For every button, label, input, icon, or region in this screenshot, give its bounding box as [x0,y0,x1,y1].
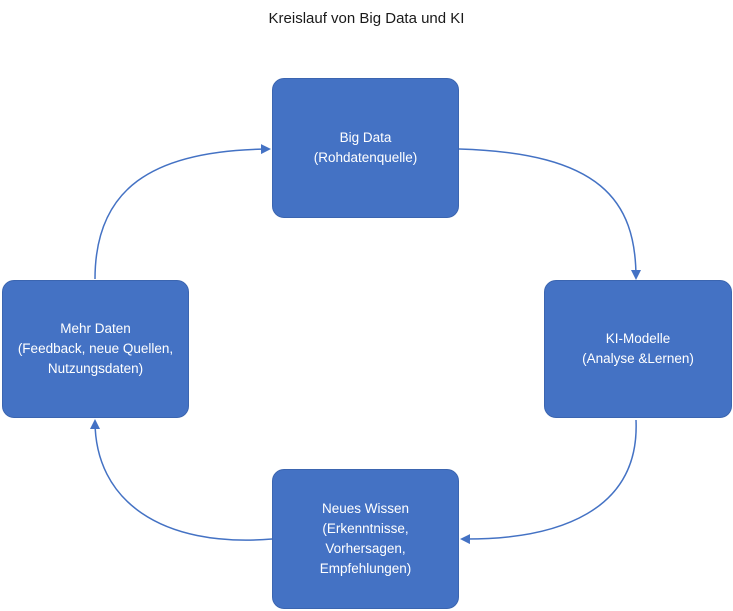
node-ki-modelle-sublabel: (Analyse &Lernen) [582,351,694,366]
node-ki-modelle: KI-Modelle (Analyse &Lernen) [544,280,732,418]
arrow-ki-to-wissen [460,419,637,545]
diagram-title: Kreislauf von Big Data und KI [268,10,465,27]
node-mehr-daten-sublabel-2: Nutzungsdaten) [47,361,144,376]
node-big-data-label: Big Data [339,130,392,145]
node-big-data-sublabel: (Rohdatenquelle) [313,150,418,165]
node-neues-wissen-sublabel-1: (Erkenntnisse, [322,521,409,536]
node-mehr-daten-sublabel-1: (Feedback, neue Quellen, [17,341,174,356]
node-big-data: Big Data (Rohdatenquelle) [272,78,459,218]
node-neues-wissen: Neues Wissen (Erkenntnisse, Vorhersagen,… [272,469,459,609]
node-ki-modelle-label: KI-Modelle [605,331,671,346]
arrow-daten-to-bigdata [94,144,271,280]
arrow-bigdata-to-ki [458,148,641,280]
arrow-wissen-to-daten [90,419,273,541]
node-neues-wissen-sublabel-3: Empfehlungen) [319,561,412,576]
node-mehr-daten-label: Mehr Daten [60,321,131,336]
node-mehr-daten: Mehr Daten (Feedback, neue Quellen, Nutz… [2,280,189,418]
node-neues-wissen-sublabel-2: Vorhersagen, [325,541,406,556]
node-neues-wissen-label: Neues Wissen [321,501,410,516]
